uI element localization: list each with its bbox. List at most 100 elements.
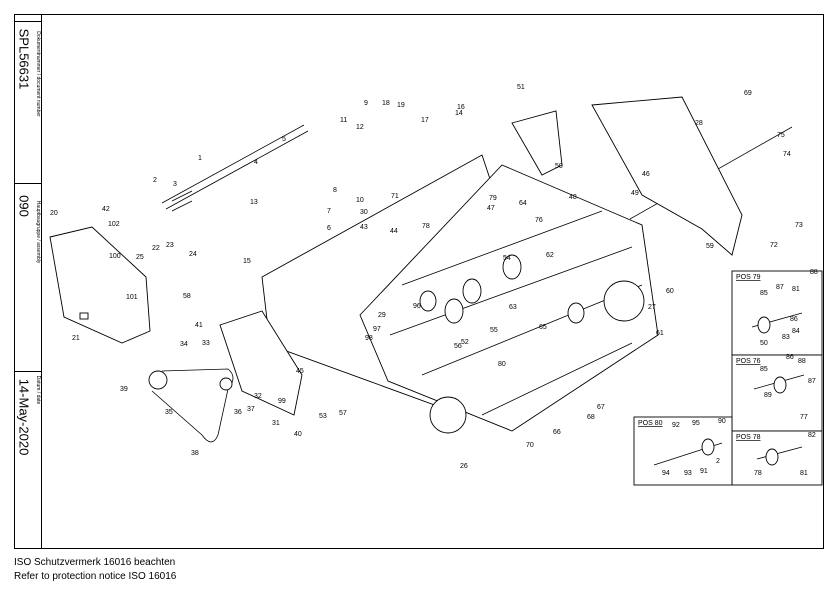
callout-19: 19: [397, 102, 405, 109]
callout-34: 34: [180, 341, 188, 348]
callout-51: 51: [517, 84, 525, 91]
callout-72: 72: [770, 242, 778, 249]
main-frame-drawing: [359, 164, 659, 432]
callout-99: 99: [278, 398, 286, 405]
callout-47: 47: [487, 205, 495, 212]
callout-18: 18: [382, 100, 390, 107]
callout-76: 76: [535, 217, 543, 224]
callout-39: 39: [120, 386, 128, 393]
callout-64: 64: [519, 200, 527, 207]
callout-100: 100: [109, 253, 121, 260]
inset-pos80-label: 91: [700, 468, 708, 475]
assembly-number: 090: [16, 195, 32, 217]
callout-96: 96: [413, 303, 421, 310]
callout-65: 65: [539, 324, 547, 331]
inset-pos80-box: [633, 416, 733, 486]
callout-17: 17: [421, 117, 429, 124]
callout-1: 1: [198, 155, 202, 162]
inset-pos79-label: 83: [782, 334, 790, 341]
callout-4: 4: [254, 159, 258, 166]
callout-15: 15: [243, 258, 251, 265]
inset-pos79-label: 88: [810, 269, 818, 276]
inset-pos76-box: [731, 354, 823, 432]
callout-73: 73: [795, 222, 803, 229]
inset-pos79-label: 50: [760, 340, 768, 347]
assembly-cell: Hauptbaugruppe / assembly 090: [14, 184, 41, 372]
frame-cutout-2-drawing: [429, 396, 467, 434]
callout-9: 9: [364, 100, 368, 107]
callout-36: 36: [234, 409, 242, 416]
callout-61: 61: [656, 330, 664, 337]
callout-41: 41: [195, 322, 203, 329]
inset-pos79-label: 84: [792, 328, 800, 335]
date: 14-May-2020: [16, 378, 32, 456]
callout-42: 42: [102, 206, 110, 213]
inset-pos80-label: 2: [716, 458, 720, 465]
callout-67: 67: [597, 404, 605, 411]
callout-22: 22: [152, 245, 160, 252]
inset-pos78-label: 81: [800, 470, 808, 477]
callout-68: 68: [587, 414, 595, 421]
callout-71: 71: [391, 193, 399, 200]
inset-pos78-roller: [765, 448, 779, 466]
callout-63: 63: [509, 304, 517, 311]
inset-pos78-label: 82: [808, 432, 816, 439]
callout-16: 16: [457, 104, 465, 111]
callout-75: 75: [777, 132, 785, 139]
inset-pos76-label: 86: [786, 354, 794, 361]
roller-78-drawing: [419, 290, 437, 312]
exploded-parts-diagram: POS 79 POS 76 POS 78 POS 80 123456789101…: [49, 84, 823, 486]
callout-25: 25: [136, 254, 144, 261]
inset-pos79-label: 85: [760, 290, 768, 297]
doc-number-label: Dokumentnummer / document number: [35, 31, 41, 117]
callout-10: 10: [356, 197, 364, 204]
callout-98: 98: [365, 335, 373, 342]
callout-45: 45: [296, 368, 304, 375]
inset-pos79-box: [731, 270, 823, 356]
inset-pos76-title: POS 76: [736, 358, 761, 365]
bracket-28-drawing: [591, 96, 743, 256]
callout-80: 80: [498, 361, 506, 368]
callout-20: 20: [50, 210, 58, 217]
inset-pos76-label: 85: [760, 366, 768, 373]
callout-49: 49: [631, 190, 639, 197]
callout-50: 50: [555, 163, 563, 170]
callout-23: 23: [166, 242, 174, 249]
callout-5: 5: [282, 136, 286, 143]
callout-6: 6: [327, 225, 331, 232]
inset-pos79-roller: [757, 316, 771, 334]
inset-pos80-label: 90: [718, 418, 726, 425]
callout-31: 31: [272, 420, 280, 427]
callout-32: 32: [254, 393, 262, 400]
callout-14: 14: [455, 110, 463, 117]
title-strip: Dokumentnummer / document number SPL5663…: [14, 14, 42, 549]
inset-pos80-title: POS 80: [638, 420, 663, 427]
callout-27: 27: [648, 304, 656, 311]
callout-40: 40: [294, 431, 302, 438]
footer: ISO Schutzvermerk 16016 beachten Refer t…: [14, 556, 176, 584]
inset-pos76-label: 88: [798, 358, 806, 365]
callout-57: 57: [339, 410, 347, 417]
inset-pos80-label: 93: [684, 470, 692, 477]
callout-58: 58: [183, 293, 191, 300]
inset-pos76-roller: [773, 376, 787, 394]
callout-101: 101: [126, 294, 138, 301]
callout-21: 21: [72, 335, 80, 342]
callout-52: 52: [461, 339, 469, 346]
callout-56: 56: [454, 343, 462, 350]
callout-74: 74: [783, 151, 791, 158]
callout-7: 7: [327, 208, 331, 215]
callout-43: 43: [360, 224, 368, 231]
footer-line-2: Refer to protection notice ISO 16016: [14, 571, 177, 582]
callout-35: 35: [165, 409, 173, 416]
callout-59: 59: [706, 243, 714, 250]
rod-ends-drawing: [171, 190, 193, 212]
inset-pos76-label: 89: [764, 392, 772, 399]
callout-97: 97: [373, 326, 381, 333]
roller-79-drawing: [567, 302, 585, 324]
cover-plate-drawing: [49, 226, 151, 344]
sprocket-39-drawing: [148, 370, 168, 390]
callout-46: 46: [642, 171, 650, 178]
callout-24: 24: [189, 251, 197, 258]
